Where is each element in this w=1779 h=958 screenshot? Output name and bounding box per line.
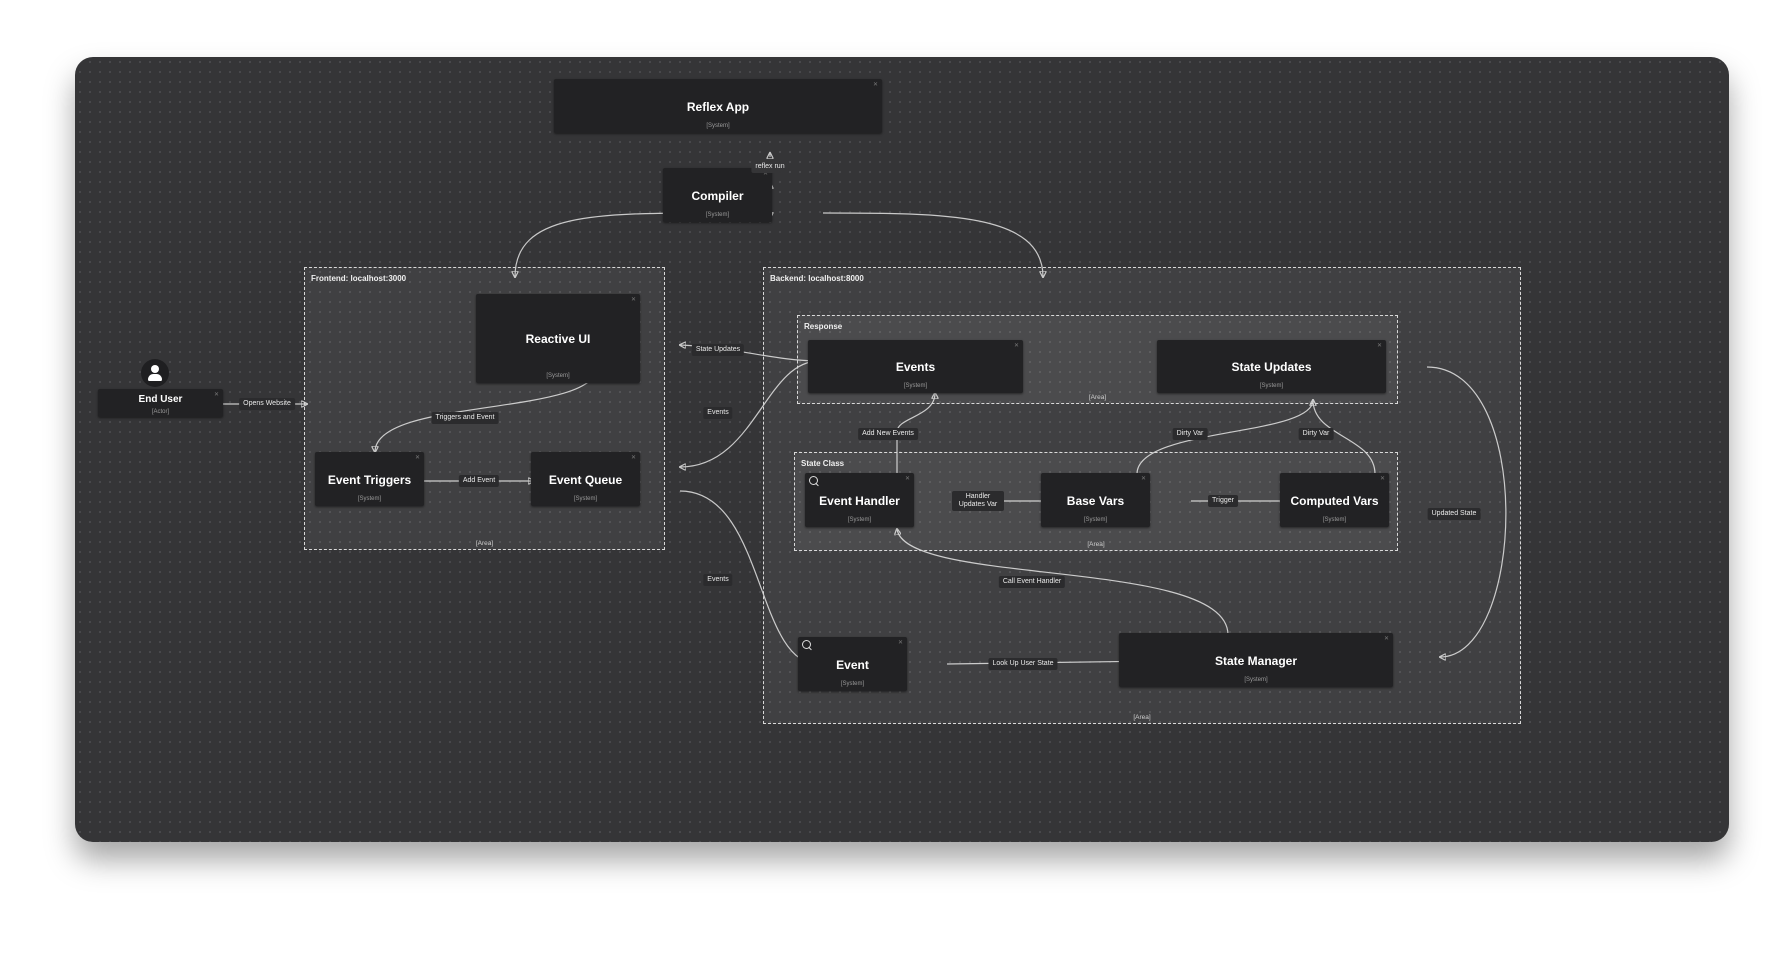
edge-call-event-handler [897,529,1229,636]
close-icon[interactable]: ✕ [213,392,219,398]
node-events-tag: [System] [903,383,928,389]
close-icon[interactable]: ✕ [1140,476,1146,482]
node-state-updates-title: State Updates [1231,360,1312,374]
node-computed-vars[interactable]: ✕ Computed Vars [System] [1280,473,1389,527]
close-icon[interactable]: ✕ [630,455,636,461]
close-icon[interactable]: ✕ [762,171,768,177]
node-event-queue-tag: [System] [573,496,598,502]
area-frontend-tag: [Area] [475,540,494,547]
node-event[interactable]: ✕ Event [System] [798,637,907,691]
node-reactive-ui-tag: [System] [546,373,570,379]
edge-label-add-new-events: Add New Events [858,427,918,441]
node-base-vars-title: Base Vars [1066,494,1125,508]
node-reflex-app-title: Reflex App [686,100,750,114]
edge-dirty-var-left [1136,400,1313,475]
area-backend-tag: [Area] [1133,714,1151,721]
edge-updated-state [1426,366,1507,657]
zoom-icon[interactable] [809,476,818,485]
node-event-queue-title: Event Queue [548,473,623,487]
close-icon[interactable]: ✕ [630,297,636,303]
edge-label-triggers-and-event: Triggers and Event [431,411,499,425]
node-event-triggers-title: Event Triggers [327,473,412,487]
edge-label-events-upper: Events [703,406,733,420]
close-icon[interactable]: ✕ [904,476,910,482]
edge-label-handler-updates-var: Handler Updates Var [952,490,1004,512]
area-state-class-tag: [Area] [1087,541,1105,548]
node-reflex-app[interactable]: ✕ Reflex App [System] [554,79,882,133]
node-event-triggers-tag: [System] [357,496,382,502]
node-state-updates[interactable]: ✕ State Updates [System] [1157,340,1386,393]
edge-triggers-and-event [375,366,598,452]
node-state-manager-title: State Manager [1214,654,1298,668]
node-computed-vars-title: Computed Vars [1290,494,1379,508]
node-reactive-ui[interactable]: ✕ Reactive UI [System] [476,294,640,383]
close-icon[interactable]: ✕ [1383,636,1389,642]
edge-compiler-backend [822,212,1043,277]
area-response-label: Response [804,322,843,331]
node-end-user-tag: [Actor] [151,409,170,415]
close-icon[interactable]: ✕ [1376,343,1382,349]
diagram-canvas[interactable]: Frontend: localhost:3000 [Area] Backend:… [75,57,1729,842]
edge-events-upper [680,360,820,467]
node-state-manager[interactable]: ✕ State Manager [System] [1119,633,1393,687]
edge-label-dirty-var-right: Dirty Var [1298,427,1334,441]
node-computed-vars-tag: [System] [1322,517,1347,523]
node-event-queue[interactable]: ✕ Event Queue [System] [531,452,640,506]
node-base-vars[interactable]: ✕ Base Vars [System] [1041,473,1150,527]
node-event-triggers[interactable]: ✕ Event Triggers [System] [315,452,424,506]
close-icon[interactable]: ✕ [1013,343,1019,349]
node-end-user[interactable]: ✕ End User [Actor] [98,389,223,417]
edge-label-opens-website: Opens Website [239,397,295,411]
edge-events-lower [679,490,818,664]
node-compiler[interactable]: ✕ Compiler [System] [663,168,772,222]
node-end-user-title: End User [138,394,183,405]
area-backend-label: Backend: localhost:8000 [770,274,864,283]
edge-dirty-var-right [1312,399,1376,475]
node-events-title: Events [895,360,936,374]
node-reactive-ui-title: Reactive UI [525,332,591,346]
area-frontend-label: Frontend: localhost:3000 [311,274,407,283]
close-icon[interactable]: ✕ [872,82,878,88]
node-compiler-tag: [System] [705,212,730,218]
node-reflex-app-tag: [System] [706,123,730,129]
edge-label-call-event-handler: Call Event Handler [998,575,1066,589]
edge-label-add-event: Add Event [458,474,500,488]
node-base-vars-tag: [System] [1083,517,1108,523]
node-event-title: Event [836,658,869,672]
user-avatar-icon [141,359,169,387]
node-state-manager-tag: [System] [1244,677,1268,683]
node-events[interactable]: ✕ Events [System] [808,340,1023,393]
close-icon[interactable]: ✕ [897,640,903,646]
node-state-updates-tag: [System] [1259,383,1284,389]
node-event-handler-tag: [System] [847,517,872,523]
edge-label-updated-state: Updated State [1427,507,1481,521]
node-event-handler-title: Event Handler [819,494,900,508]
edge-label-reflex-run: reflex run [751,160,789,174]
edge-label-trigger: Trigger [1208,494,1238,508]
area-state-class-label: State Class [801,459,845,468]
edge-label-dirty-var-left: Dirty Var [1172,427,1208,441]
node-compiler-title: Compiler [691,189,744,203]
area-response-tag: [Area] [1088,394,1107,401]
node-event-tag: [System] [840,681,865,687]
close-icon[interactable]: ✕ [1379,476,1385,482]
close-icon[interactable]: ✕ [414,455,420,461]
node-event-handler[interactable]: ✕ Event Handler [System] [805,473,914,527]
edge-label-look-up-user-state: Look Up User State [988,657,1058,671]
edge-label-state-updates: State Updates [691,343,745,357]
zoom-icon[interactable] [802,640,811,649]
edge-label-events-lower: Events [703,573,733,587]
